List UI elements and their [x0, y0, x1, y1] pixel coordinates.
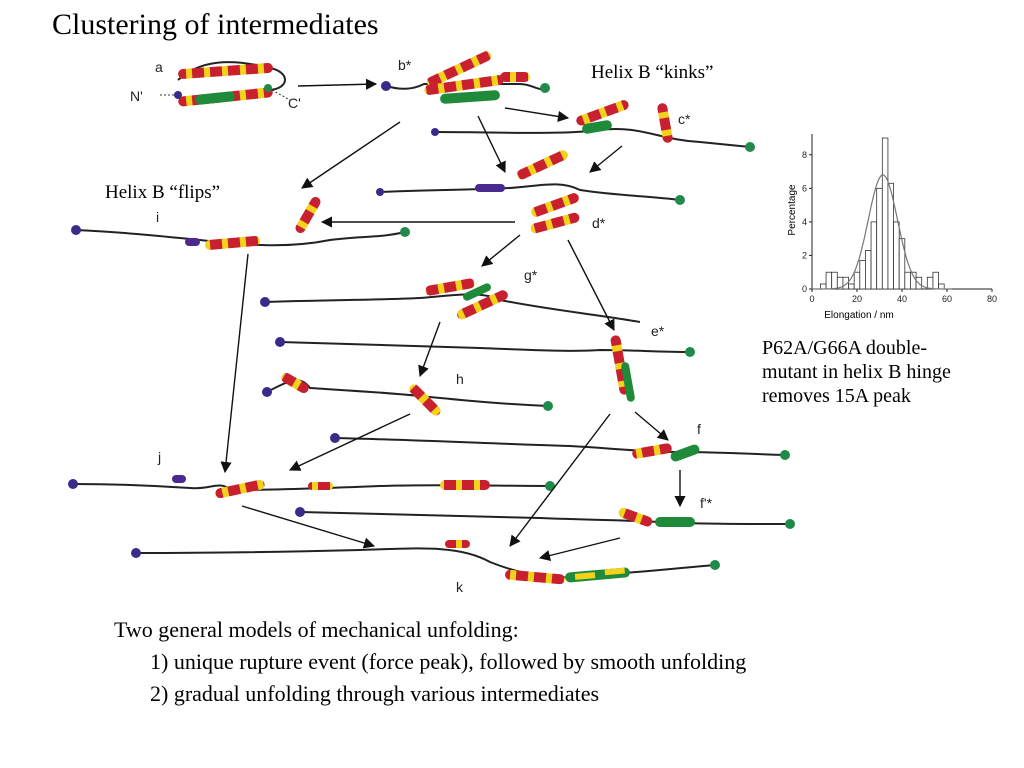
state-j [68, 475, 555, 499]
x-tick-label: 0 [809, 294, 814, 304]
histogram-bar [820, 283, 827, 290]
histogram-bar [842, 276, 849, 290]
models-heading: Two general models of mechanical unfoldi… [114, 617, 519, 642]
caption-line-3: removes 15A peak [762, 385, 911, 407]
mutant-caption: P62A/G66A double- mutant in helix B hing… [762, 336, 1022, 408]
label-c-terminus: C' [288, 95, 301, 111]
histogram-bar [938, 283, 945, 290]
state-i [71, 197, 410, 250]
state-b [381, 51, 550, 104]
label-f: f [697, 421, 701, 437]
histogram-bar [932, 271, 939, 290]
state-f-prime [295, 507, 795, 529]
state-g [260, 278, 641, 323]
label-n-terminus: N' [130, 88, 143, 104]
x-tick-label: 20 [852, 294, 862, 304]
label-c: c* [678, 111, 691, 127]
y-tick-label: 0 [802, 284, 807, 294]
label-d: d* [592, 215, 606, 231]
caption-line-2: mutant in helix B hinge [762, 361, 951, 383]
histogram-bar [876, 187, 883, 290]
histogram-bar [893, 221, 900, 290]
histogram-bar [865, 250, 872, 290]
state-d [376, 150, 685, 234]
histogram-bar [859, 260, 866, 290]
caption-line-1: P62A/G66A double- [762, 337, 927, 359]
histogram-bar [870, 221, 878, 290]
histogram-y-label: Percentage [787, 184, 798, 236]
label-e: e* [651, 323, 665, 339]
model-item-1: 1) unique rupture event (force peak), fo… [150, 649, 747, 674]
label-h: h [456, 371, 464, 387]
histogram-bar [853, 271, 861, 290]
histogram-ticks: 0 20 40 60 80 0 2 4 6 8 [802, 150, 997, 304]
models-text: Two general models of mechanical unfoldi… [114, 614, 746, 710]
page-title: Clustering of intermediates [52, 8, 379, 41]
pathway-arrows [220, 78, 686, 561]
label-b: b* [398, 57, 412, 73]
histogram-bar [825, 271, 833, 290]
gaussian-fit-curve [812, 174, 952, 290]
state-k [131, 540, 720, 585]
y-tick-label: 6 [802, 183, 807, 193]
histogram-bar [898, 238, 906, 290]
state-f [330, 433, 790, 462]
label-g: g* [524, 267, 538, 283]
label-f-prime: f'* [700, 495, 713, 511]
x-tick-label: 60 [942, 294, 952, 304]
y-tick-label: 4 [802, 217, 807, 227]
model-item-2: 2) gradual unfolding through various int… [150, 681, 600, 706]
label-a: a [155, 59, 163, 75]
histogram-x-label: Elongation / nm [824, 310, 894, 321]
state-a [160, 61, 291, 107]
x-tick-label: 40 [897, 294, 907, 304]
kinks-annotation: Helix B “kinks” [591, 62, 714, 83]
y-tick-label: 8 [802, 150, 807, 160]
label-i: i [156, 209, 159, 225]
y-tick-label: 2 [802, 250, 807, 260]
state-c [431, 100, 755, 152]
histogram-bar [848, 283, 855, 290]
histogram-bars [820, 137, 945, 290]
state-e [275, 335, 695, 402]
state-h [262, 373, 553, 416]
label-k: k [456, 579, 464, 595]
histogram-bar [926, 276, 934, 290]
histogram-bar [904, 271, 911, 290]
histogram-bar [831, 271, 838, 290]
label-j: j [157, 449, 161, 465]
flips-annotation: Helix B “flips” [105, 182, 221, 203]
histogram-bar [881, 137, 889, 290]
x-tick-label: 80 [987, 294, 997, 304]
